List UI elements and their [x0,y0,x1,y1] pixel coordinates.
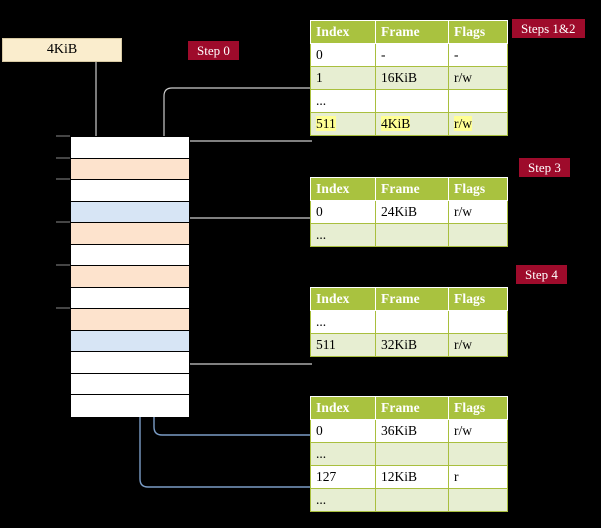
page-table-row: ... [310,488,508,512]
page-table-header-index: Index [310,20,376,44]
page-table-cell-frm: - [375,43,449,67]
memory-frame-cell [71,330,189,352]
memory-frame-cell [71,137,189,159]
page-table-cell-frm: 4KiB [375,112,449,136]
page-table-cell-flg: r/w [448,419,508,443]
page-table-cell-frm: 36KiB [375,419,449,443]
wire-mem-to-t3 [177,308,312,365]
page-table-cell-flg [448,442,508,466]
badge-step-4: Step 4 [516,265,567,284]
page-table-cell-frm: 32KiB [375,333,449,357]
memory-frame-cell [71,395,189,417]
page-table-cell-idx: 0 [310,419,376,443]
page-table-cell-idx: ... [310,89,376,113]
page-table-header-index: Index [310,396,376,420]
memory-frame-cell [71,373,189,395]
highlighted-value: 4KiB [381,116,411,132]
memory-frame-cell [71,287,189,309]
page-table-cell-frm: 12KiB [375,465,449,489]
page-table-row: ... [310,89,508,113]
memory-frame-cell [71,309,189,331]
page-table-cell-idx: 0 [310,43,376,67]
page-table-cell-frm: 16KiB [375,66,449,90]
page-table-cell-flg [448,89,508,113]
memory-frame-cell [71,244,189,266]
page-table-cell-idx: ... [310,223,376,247]
page-table-header-frame: Frame [375,287,449,311]
page-table-header-frame: Frame [375,177,449,201]
page-table-cell-idx: ... [310,310,376,334]
page-table-cell-flg: r/w [448,333,508,357]
page-table-cell-flg [448,488,508,512]
page-table-cell-flg: - [448,43,508,67]
page-table-cell-idx: 1 [310,66,376,90]
badge-step-0: Step 0 [188,41,239,60]
page-table-cell-flg: r [448,465,508,489]
page-table-row: ... [310,310,508,334]
page-table-row: 0-- [310,43,508,67]
source-frame-box: 4KiB [2,38,122,62]
page-table-cell-frm [375,310,449,334]
memory-frame-cell [71,180,189,202]
page-table-cell-flg: r/w [448,112,508,136]
badge-steps-1-2: Steps 1&2 [512,19,585,38]
page-table-cell-flg: r/w [448,200,508,224]
wire-t2row0-to-mem [181,217,312,257]
wire-t4row0-to-mem [148,332,312,436]
page-table-cell-flg [448,310,508,334]
page-table-header-frame: Frame [375,396,449,420]
page-table-header-flags: Flags [448,177,508,201]
page-table-row: ... [310,442,508,466]
page-table-cell-flg [448,223,508,247]
wire-t1row511-to-mem [176,140,312,257]
wire-t4row127-to-mem [134,224,312,488]
memory-frame-cell [71,352,189,374]
page-table-cell-frm [375,442,449,466]
source-frame-label: 4KiB [46,42,78,57]
page-table-cell-frm [375,223,449,247]
page-table-cell-frm [375,488,449,512]
page-table-cell-idx: 127 [310,465,376,489]
page-table-row: ... [310,223,508,247]
page-table-cell-flg: r/w [448,66,508,90]
page-table-cell-idx: ... [310,442,376,466]
badge-step-3: Step 3 [519,158,570,177]
page-table-cell-idx: 0 [310,200,376,224]
page-table-header-index: Index [310,287,376,311]
page-table-cell-idx: 511 [310,112,376,136]
memory-frame-cell [71,223,189,245]
memory-frame-cell [71,266,189,288]
page-table-header-frame: Frame [375,20,449,44]
page-table-header-flags: Flags [448,287,508,311]
page-table-cell-idx: 511 [310,333,376,357]
wire-t1row1-to-mem [163,87,312,154]
memory-frame-cell [71,158,189,180]
page-table-header-flags: Flags [448,20,508,44]
page-table-row: 511 4KiB r/w [310,112,508,136]
page-table-header-index: Index [310,177,376,201]
highlighted-value: 511 [316,116,336,132]
page-table-cell-frm [375,89,449,113]
physical-memory-column [70,136,190,417]
page-table-cell-frm: 24KiB [375,200,449,224]
highlighted-value: r/w [454,116,472,132]
page-table-cell-idx: ... [310,488,376,512]
page-table-header-flags: Flags [448,396,508,420]
memory-frame-cell [71,201,189,223]
